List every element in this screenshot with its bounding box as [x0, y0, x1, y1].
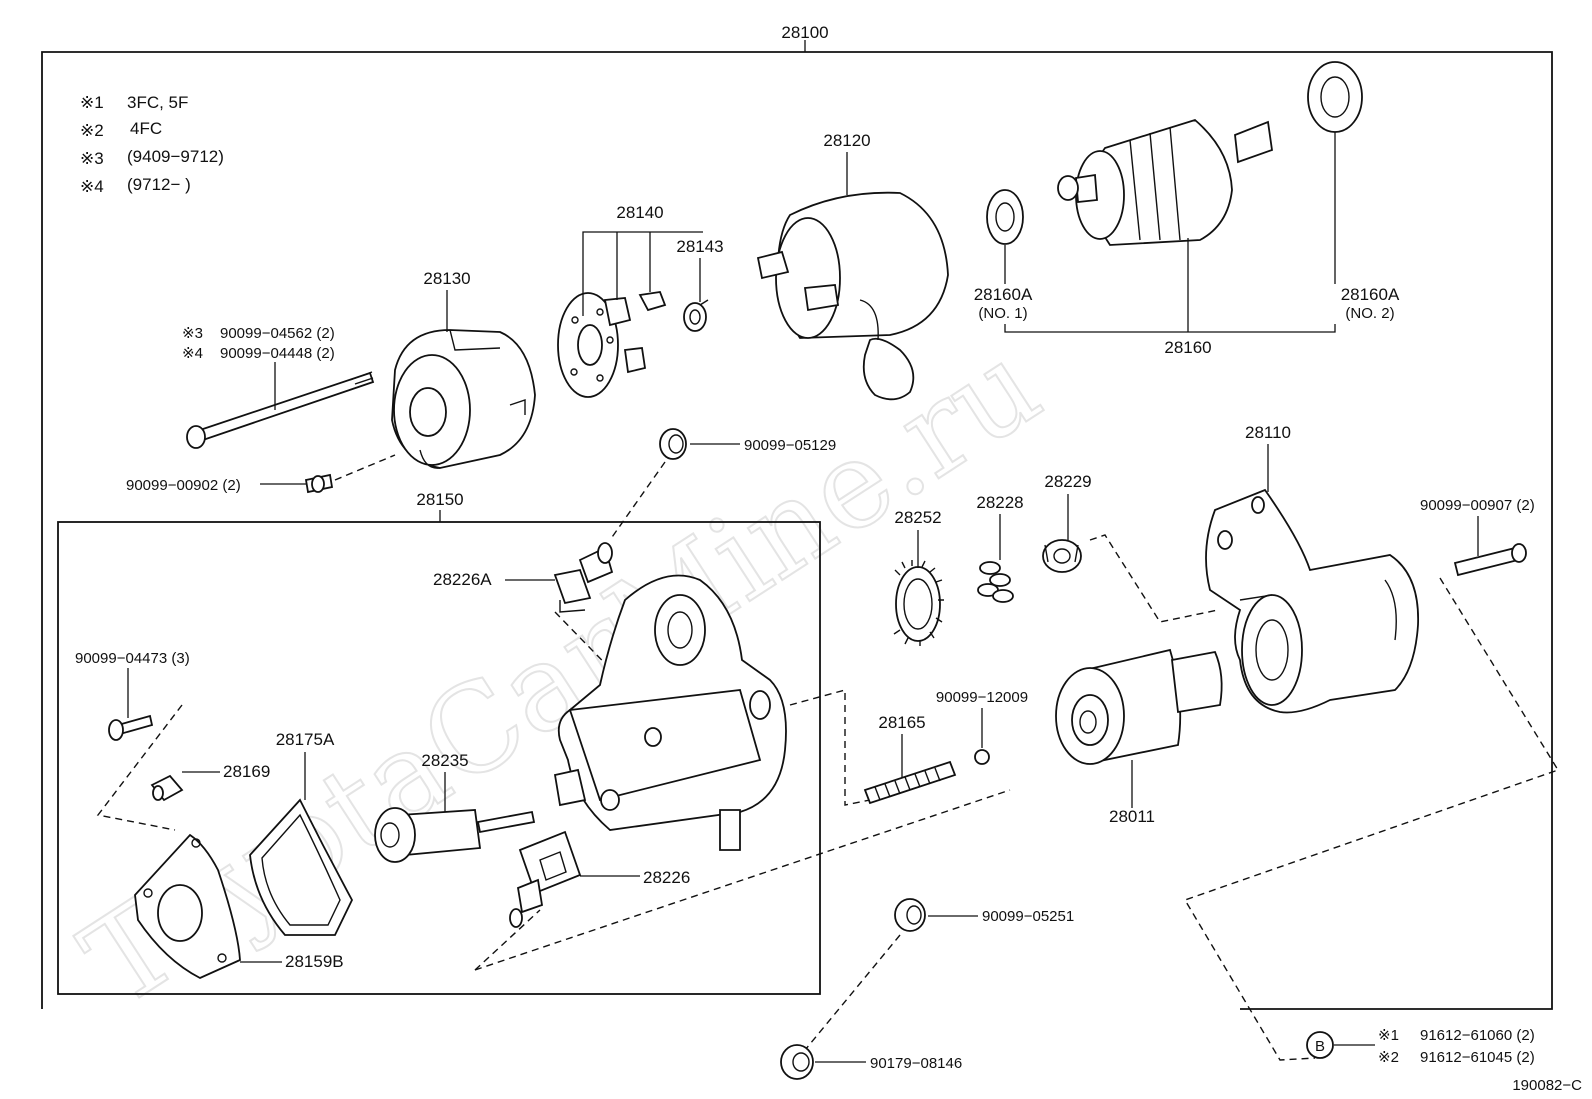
note-3-mark: ※3: [80, 149, 104, 168]
label-28100: 28100: [781, 23, 828, 42]
label-28120: 28120: [823, 131, 870, 150]
part-28160a-no2-bearing: [1307, 61, 1363, 133]
part-screw-90099-04473: [108, 714, 154, 741]
dash-28226-right: [474, 789, 1011, 971]
dash-screws: [96, 704, 183, 831]
part-ball-90099-12009: [974, 749, 990, 765]
note-4-text: (9712− ): [127, 175, 191, 194]
callout-b-letter: B: [1315, 1038, 1325, 1055]
label-b2: 91612−61045 (2): [1420, 1049, 1535, 1066]
part-starter-housing: [553, 574, 787, 851]
note-2-text: 4FC: [130, 119, 162, 138]
part-28226a-terminal: [553, 542, 614, 613]
label-90099-00907: 90099−00907 (2): [1420, 497, 1535, 514]
part-28165-spring: [863, 760, 957, 805]
notes-legend: ※1 3FC, 5F ※2 4FC ※3 (9409−9712) ※4 (971…: [80, 93, 224, 196]
dash-housing-spring: [789, 689, 871, 806]
part-28175a-gasket: [249, 798, 354, 936]
label-90099-04473: 90099−04473 (3): [75, 650, 190, 667]
label-28130: 28130: [423, 269, 470, 288]
label-28226: 28226: [643, 868, 690, 887]
part-through-bolt: [186, 371, 375, 449]
part-28229-retainer: [1042, 539, 1082, 573]
label-b1: 91612−61060 (2): [1420, 1027, 1535, 1044]
label-bolt-b: 90099−04448 (2): [220, 345, 335, 362]
label-28175a: 28175A: [276, 730, 335, 749]
part-28235-plunger: [374, 807, 536, 863]
callout-b-circle: [1306, 1031, 1334, 1059]
drawing-number: 190082−C: [1512, 1077, 1582, 1094]
note-2-mark: ※2: [80, 121, 104, 140]
leader-28140: [582, 231, 703, 316]
dash-28226-left: [474, 909, 541, 971]
note-1-mark: ※1: [80, 93, 104, 112]
leader-28160-group: [1004, 324, 1336, 333]
label-28110: 28110: [1245, 423, 1291, 442]
label-28235: 28235: [421, 751, 468, 770]
part-28140-brush-holder: [557, 291, 667, 398]
label-28169: 28169: [223, 762, 270, 781]
label-28226a: 28226A: [433, 570, 492, 589]
part-28169-clip: [150, 774, 184, 802]
label-b2-mark: ※2: [1378, 1049, 1399, 1066]
assembly-frame: [41, 51, 1553, 1010]
label-28160a-no1: 28160A: [974, 285, 1033, 304]
label-28150: 28150: [416, 490, 463, 509]
dash-screw-to-frame: [334, 454, 396, 481]
part-bolt-90099-00907: [1453, 543, 1527, 577]
label-90099-05251: 90099−05251: [982, 908, 1074, 925]
note-3-text: (9409−9712): [127, 147, 224, 166]
dash-bolt-path: [1183, 577, 1560, 1061]
label-b1-mark: ※1: [1378, 1027, 1399, 1044]
note-4-mark: ※4: [80, 177, 104, 196]
part-cap-90179-08146: [780, 1044, 814, 1080]
dash-28229: [1089, 534, 1219, 623]
label-bolt-b-mark: ※4: [182, 345, 203, 362]
part-28130-end-frame: [391, 329, 536, 469]
subassembly-28150-box: [57, 521, 821, 995]
part-cap-90099-05251: [894, 898, 926, 932]
label-28160: 28160: [1164, 338, 1211, 357]
part-28011-clutch: [1055, 648, 1223, 765]
part-28226-terminal: [509, 830, 582, 928]
label-bolt-a: 90099−04562 (2): [220, 325, 335, 342]
label-28140: 28140: [616, 203, 663, 222]
part-cap-90099-05129: [659, 428, 687, 460]
label-28160a-no1-sub: (NO. 1): [978, 305, 1027, 322]
label-28165: 28165: [878, 713, 925, 732]
label-28160a-no2: 28160A: [1341, 285, 1400, 304]
part-28120-yoke: [756, 191, 949, 401]
label-90099-12009: 90099−12009: [936, 689, 1028, 706]
label-28229: 28229: [1044, 472, 1091, 491]
dash-caps: [804, 934, 901, 1051]
part-28110-drive-housing: [1205, 488, 1419, 714]
label-bolt-a-mark: ※3: [182, 325, 203, 342]
part-screw-90099-00902: [304, 473, 334, 494]
label-28143: 28143: [676, 237, 723, 256]
note-1-text: 3FC, 5F: [127, 93, 188, 112]
label-28160a-no2-sub: (NO. 2): [1345, 305, 1394, 322]
label-90099-00902: 90099−00902 (2): [126, 477, 241, 494]
part-28228-rollers: [977, 561, 1014, 603]
dash-cap-to-terminal: [609, 461, 666, 541]
part-28143-spring: [683, 299, 709, 332]
label-28159b: 28159B: [285, 952, 344, 971]
part-28159b-cover: [134, 833, 241, 979]
label-28011: 28011: [1109, 807, 1155, 826]
part-28252-gear: [893, 560, 944, 646]
label-90099-05129: 90099−05129: [744, 437, 836, 454]
part-28160a-no1-bearing: [986, 189, 1024, 245]
label-28228: 28228: [976, 493, 1023, 512]
part-28160-armature: [1057, 118, 1273, 246]
label-90179-08146: 90179−08146: [870, 1055, 962, 1072]
label-28252: 28252: [894, 508, 941, 527]
